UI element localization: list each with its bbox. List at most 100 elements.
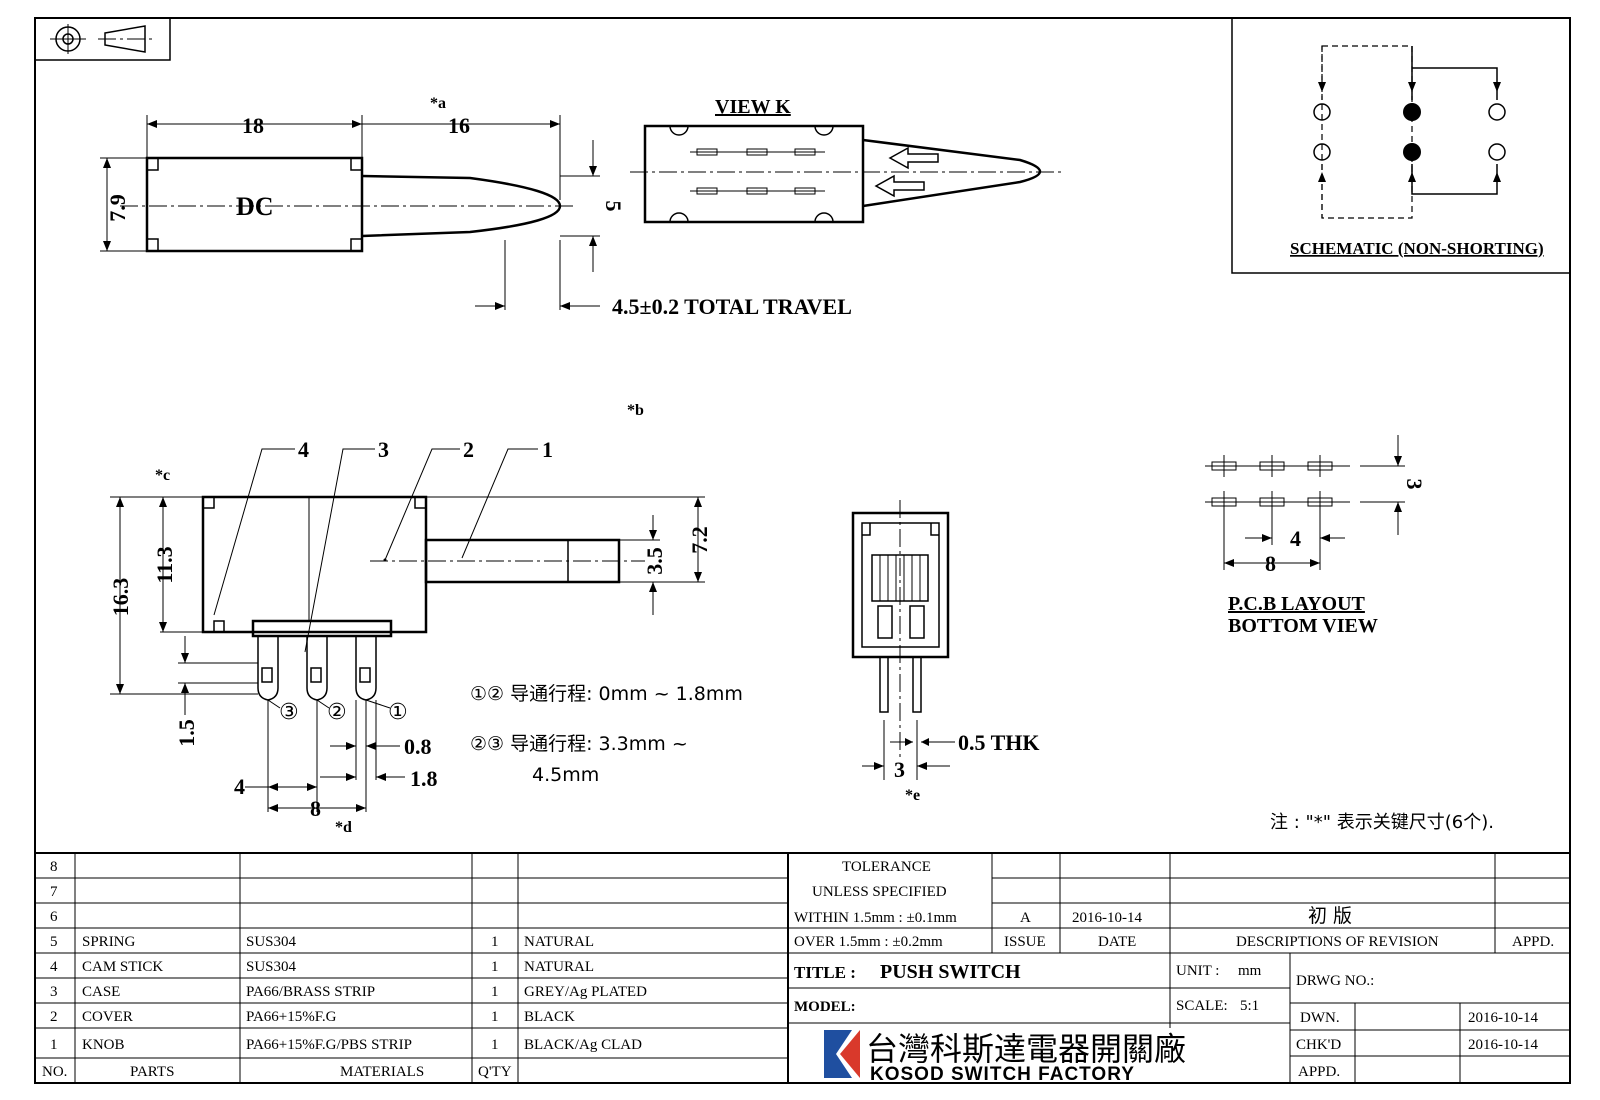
balloon-1: 1 [542, 437, 553, 462]
dwn-label: DWN. [1300, 1010, 1340, 1026]
pcb-title: P.C.B LAYOUT [1228, 593, 1366, 615]
bom-row-qty: 1 [491, 959, 499, 975]
unit-label: UNIT : [1176, 963, 1219, 979]
dim-knob-length: 16 [448, 113, 470, 138]
bom-row-finish: BLACK/Ag CLAD [524, 1037, 642, 1053]
bom-row-8-no: 8 [50, 859, 58, 875]
bom-row-no: 3 [50, 984, 58, 1000]
bom-row-material: PA66+15%F.G/PBS STRIP [246, 1037, 412, 1053]
bom-row-finish: NATURAL [524, 959, 594, 975]
dim-pin-span: 1.8 [410, 766, 438, 791]
bom-row-qty: 1 [491, 1037, 499, 1053]
chkd-label: CHK'D [1296, 1037, 1341, 1053]
dim-pin-pitch-4: 4 [234, 774, 245, 799]
end-view: 3 0.5 THK *e [851, 500, 1040, 804]
bom-row-part: CAM STICK [82, 959, 163, 975]
bom-row-6-no: 6 [50, 909, 58, 925]
view-k-label: VIEW K [715, 96, 791, 118]
dim-pcb-row: 3 [1402, 479, 1427, 490]
view-k: VIEW K [630, 96, 1065, 224]
appd-header: APPD. [1512, 934, 1554, 950]
key-mark-c: *c [155, 467, 170, 484]
bom-row-no: 1 [50, 1037, 58, 1053]
pin-circle-1: ① [388, 700, 408, 725]
bom-header-materials: MATERIALS [340, 1064, 424, 1080]
bom-row-material: PA66/BRASS STRIP [246, 984, 375, 1000]
note-travel-2-cont: 4.5mm [532, 764, 599, 786]
key-dimension-note: 注 : "*" 表示关键尺寸(6个). [1270, 812, 1494, 833]
dim-3-5: 3.5 [642, 547, 667, 575]
key-mark-e: *e [905, 787, 920, 804]
bom-header-parts: PARTS [130, 1064, 174, 1080]
dim-pin-width: 0.8 [404, 734, 432, 759]
company-logo-icon [824, 1030, 860, 1078]
unless-specified: UNLESS SPECIFIED [812, 884, 947, 900]
dim-total-travel: 4.5±0.2 TOTAL TRAVEL [612, 294, 852, 319]
scale-label: SCALE: [1176, 998, 1228, 1014]
bom-header-qty: Q'TY [478, 1064, 512, 1080]
bom-row-material: SUS304 [246, 934, 297, 950]
dc-mark: DC [236, 192, 274, 221]
pin-circle-2: ② [327, 700, 347, 725]
pin-circle-3: ③ [279, 700, 299, 725]
key-mark-b: *b [627, 402, 644, 419]
schematic: SCHEMATIC (NON-SHORTING) [1231, 17, 1571, 274]
bom-row-part: COVER [82, 1009, 133, 1025]
revision-value: 初 版 [1308, 905, 1352, 927]
balloon-4: 4 [298, 437, 309, 462]
bom-row-finish: NATURAL [524, 934, 594, 950]
chkd-date: 2016-10-14 [1468, 1037, 1538, 1053]
title-block: TOLERANCE UNLESS SPECIFIED WITHIN 1.5mm … [788, 853, 1570, 1085]
key-mark-a: *a [430, 95, 446, 112]
key-mark-d: *d [335, 819, 352, 836]
date-value: 2016-10-14 [1072, 910, 1142, 926]
bom-row-7-no: 7 [50, 884, 58, 900]
dim-body-length: 18 [242, 113, 264, 138]
bom-row-qty: 1 [491, 1009, 499, 1025]
pcb-layout: 3 4 8 P.C.B LAYOUT BOTTOM VIEW [1205, 435, 1427, 637]
dim-1-5: 1.5 [174, 719, 199, 747]
bom-row-qty: 1 [491, 934, 499, 950]
bom-row-part: KNOB [82, 1037, 125, 1053]
dim-knob-height: 5 [601, 201, 626, 212]
issue-value: A [1020, 910, 1031, 926]
sheet-border [34, 17, 1571, 1084]
dim-11-3: 11.3 [152, 546, 177, 583]
model-label: MODEL: [794, 999, 856, 1015]
bom-row-part: SPRING [82, 934, 136, 950]
issue-header: ISSUE [1004, 934, 1046, 950]
drwg-no-label: DRWG NO.: [1296, 973, 1374, 989]
company-name-cn: 台灣科斯達電器開關廠 [866, 1030, 1186, 1068]
dim-pin-pitch-8: 8 [310, 796, 321, 821]
bom-row-no: 2 [50, 1009, 58, 1025]
bom-row-finish: BLACK [524, 1009, 575, 1025]
note-travel-1: ①② 导通行程: 0mm ~ 1.8mm [470, 683, 743, 705]
dim-7-2: 7.2 [687, 526, 712, 554]
title-label: TITLE : [794, 963, 856, 982]
bom-row-no: 4 [50, 959, 58, 975]
note-travel-2: ②③ 导通行程: 3.3mm ~ [470, 733, 688, 755]
unit-value: mm [1238, 963, 1262, 979]
dwn-date: 2016-10-14 [1468, 1010, 1538, 1026]
balloon-2: 2 [463, 437, 474, 462]
bom-row-material: PA66+15%F.G [246, 1009, 337, 1025]
tolerance-over: OVER 1.5mm : ±0.2mm [794, 934, 943, 950]
revision-header: DESCRIPTIONS OF REVISION [1236, 934, 1439, 950]
scale-value: 5:1 [1240, 998, 1259, 1014]
projection-symbol-icon [34, 17, 171, 61]
dim-pcb-pitch: 4 [1290, 526, 1301, 551]
bom-row-finish: GREY/Ag PLATED [524, 984, 647, 1000]
dim-thickness: 0.5 THK [958, 730, 1040, 755]
dim-end-3: 3 [894, 757, 905, 782]
dim-16-3: 16.3 [108, 578, 133, 617]
dim-height: 7.9 [105, 194, 130, 222]
top-view: DC 18 16 *a 7.9 5 4.5±0.2 TOTAL TRAVEL [100, 95, 852, 319]
schematic-title: SCHEMATIC (NON-SHORTING) [1290, 239, 1544, 258]
bom-row-no: 5 [50, 934, 58, 950]
tolerance-within: WITHIN 1.5mm : ±0.1mm [794, 910, 957, 926]
appd-label: APPD. [1298, 1064, 1340, 1080]
dim-pcb-span: 8 [1265, 551, 1276, 576]
bom-row-material: SUS304 [246, 959, 297, 975]
bom-table [35, 852, 1570, 1083]
